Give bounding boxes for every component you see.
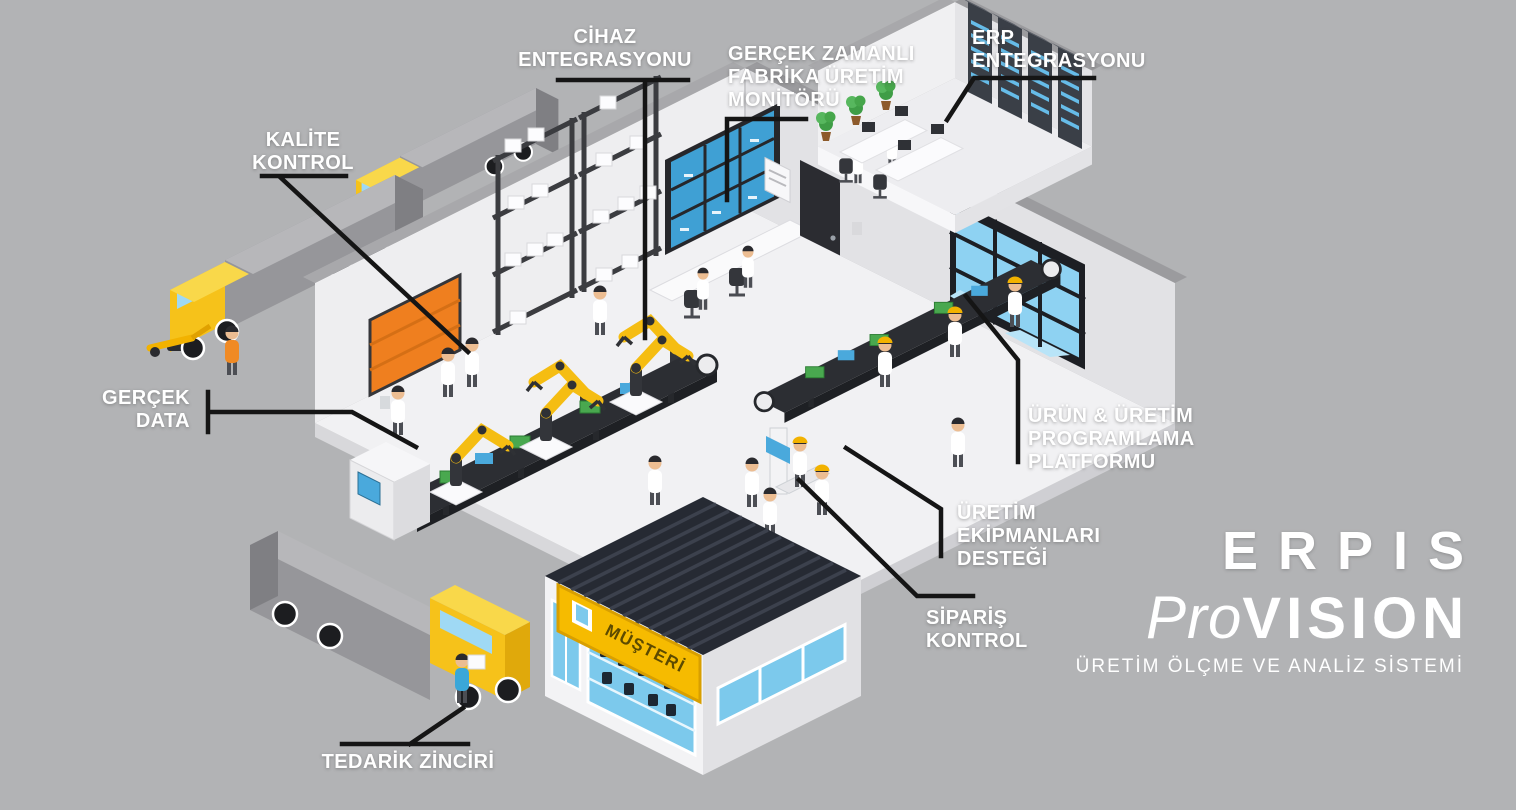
label-realtime-data: GERÇEK DATA <box>102 387 190 432</box>
order-kiosk <box>745 427 831 537</box>
leader-lines <box>205 75 1097 748</box>
customer-store: MÜŞTERİ <box>545 497 861 775</box>
product-name: ProVISION <box>1040 588 1464 648</box>
label-erp-integration: ERP ENTEGRASYONU <box>972 27 1146 72</box>
brand-logo: ERPIS ProVISION ÜRETİM ÖLÇME VE ANALİZ S… <box>1040 524 1464 676</box>
label-quality-control: KALİTE KONTROL <box>252 129 354 174</box>
tablet <box>380 396 390 409</box>
video-wall-monitor <box>665 102 780 255</box>
box-carrier <box>455 653 486 703</box>
brand-name: ERPIS <box>1221 521 1484 581</box>
label-order-control: SİPARİŞ KONTROL <box>926 607 1028 652</box>
brand-tagline: ÜRETİM ÖLÇME VE ANALİZ SİSTEMİ <box>1075 656 1464 677</box>
label-supply-chain: TEDARİK ZİNCİRİ <box>321 751 495 773</box>
data-machine <box>349 442 430 541</box>
label-equipment-support: ÜRETİM EKİPMANLARI DESTEĞİ <box>957 502 1101 570</box>
office-door <box>800 160 862 256</box>
store-roof-stripes <box>557 502 847 651</box>
pallet-jack <box>146 323 212 357</box>
office-monitors <box>862 106 944 150</box>
store-side-window <box>716 622 847 727</box>
erp-office <box>808 0 1102 233</box>
label-device-integration: CİHAZ ENTEGRASYONU <box>518 26 692 71</box>
label-realtime-factory-monitor: GERÇEK ZAMANLI FABRİKA ÜRETİM MONİTÖRÜ <box>728 43 915 111</box>
product-name-prefix: Pro <box>1146 584 1243 651</box>
product-name-suffix: VISION <box>1242 586 1469 651</box>
loader-person <box>225 325 239 375</box>
warehouse-boxes <box>504 95 657 325</box>
dock-door <box>368 272 462 398</box>
label-product-platform: ÜRÜN & ÜRETİM PROGRAMLAMA PLATFORMU <box>1028 405 1195 473</box>
bulletin-board <box>764 156 791 204</box>
truck-bottom <box>250 531 530 711</box>
